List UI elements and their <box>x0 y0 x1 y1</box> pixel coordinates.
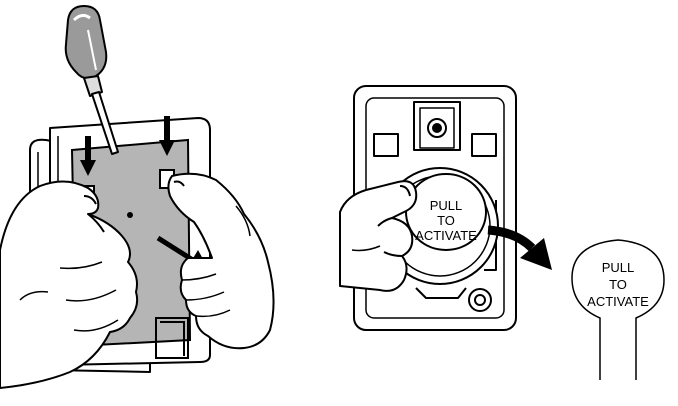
removed-tab-label-line2: TO <box>609 277 627 292</box>
removed-tab-label-line1: PULL <box>602 260 635 275</box>
finger-icon <box>340 181 416 291</box>
removed-tab-label-line3: ACTIVATE <box>587 294 649 309</box>
tab-label-line1: PULL <box>430 198 463 213</box>
pull-tab: PULL TO ACTIVATE <box>406 174 486 250</box>
panel-screw-dot <box>127 212 133 218</box>
tab-label-line3: ACTIVATE <box>415 228 477 243</box>
tab-label-line2: TO <box>437 213 455 228</box>
removed-pull-tab: PULL TO ACTIVATE <box>572 240 664 380</box>
